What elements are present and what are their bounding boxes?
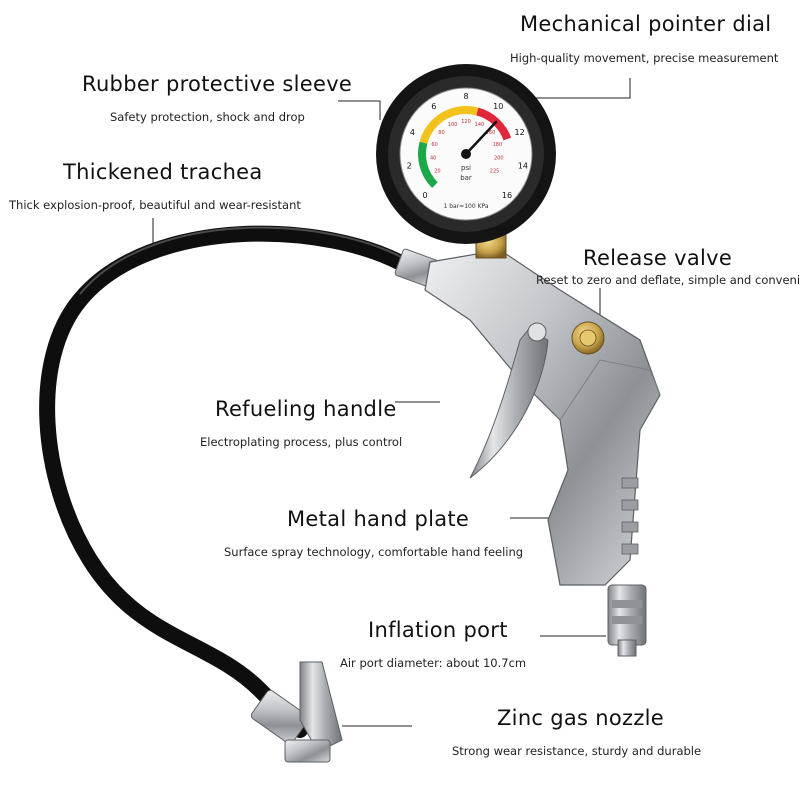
callout-desc-rubber-protective-sleeve: Safety protection, shock and drop [110,110,305,124]
callout-title-refueling-handle: Refueling handle [215,397,397,421]
leader-lines [152,78,631,727]
inflation-port-part [607,584,647,657]
gauge-footnote: 1 bar=100 KPa [443,203,488,210]
gauge-inner-tick-label: 20 [434,169,440,175]
gauge-inner-tick-label: 100 [448,122,458,128]
release-valve-part [571,321,605,355]
gauge-zone-green [418,141,438,188]
callout-desc-zinc-gas-nozzle: Strong wear resistance, sturdy and durab… [452,744,702,758]
gauge-inner-tick-label: 160 [486,130,496,136]
gauge-inner-tick-label: 140 [475,122,485,128]
callout-title-rubber-protective-sleeve: Rubber protective sleeve [82,72,353,96]
gauge-inner-tick-label: 60 [431,142,437,148]
nozzle-part [250,661,343,763]
leader-mechanical-pointer-dial [512,78,631,99]
gauge-needle [464,120,498,156]
gauge-inner-tick-label: 80 [438,130,444,136]
gauge-inner-tick-label: 180 [493,142,503,148]
gauge-outer-tick-label: 16 [502,191,512,200]
gauge-inner-tick-label: 120 [461,119,471,125]
callout-desc-release-valve: Reset to zero and deflate, simple and co… [536,273,800,287]
gun-body [424,249,661,586]
callout-desc-metal-hand-plate: Surface spray technology, comfortable ha… [224,545,524,559]
gauge-outer-scale: 0 2 4 6 8 10 12 14 16 [407,92,528,200]
gauge-inner-tick-label: 225 [490,169,500,175]
callout-desc-inflation-port: Air port diameter: about 10.7cm [340,656,527,670]
gauge-outer-tick-label: 14 [518,161,528,170]
gauge-outer-tick-label: 8 [463,92,468,101]
gauge-bar-unit: bar [460,174,472,182]
hose [39,225,418,738]
gauge-outer-tick-label: 12 [514,128,524,137]
gauge-outer-tick-label: 2 [407,161,412,170]
gauge-outer-tick-label: 6 [431,102,436,111]
callout-desc-mechanical-pointer-dial: High-quality movement, precise measureme… [510,51,779,65]
gauge-outer-tick-label: 4 [410,128,415,137]
gauge-zone-yellow [419,106,479,144]
callout-title-metal-hand-plate: Metal hand plate [287,507,470,531]
gauge-hub [461,149,471,159]
gauge-inner-tick-label: 40 [430,155,436,161]
trigger [469,322,549,479]
gauge-outer-tick-label: 10 [493,102,503,111]
leader-rubber-protective-sleeve [338,100,381,120]
callout-title-inflation-port: Inflation port [368,618,508,642]
callout-desc-refueling-handle: Electroplating process, plus control [200,435,403,449]
callout-title-release-valve: Release valve [583,246,733,270]
callout-title-thickened-trachea: Thickened trachea [63,160,263,184]
callout-title-zinc-gas-nozzle: Zinc gas nozzle [497,706,665,730]
callout-desc-thickened-trachea: Thick explosion-proof, beautiful and wea… [9,198,301,212]
gauge-psi-unit: psi [461,164,471,172]
gauge-inner-tick-label: 200 [494,155,504,161]
gauge-outer-tick-label: 0 [422,191,427,200]
callout-title-mechanical-pointer-dial: Mechanical pointer dial [520,12,772,36]
